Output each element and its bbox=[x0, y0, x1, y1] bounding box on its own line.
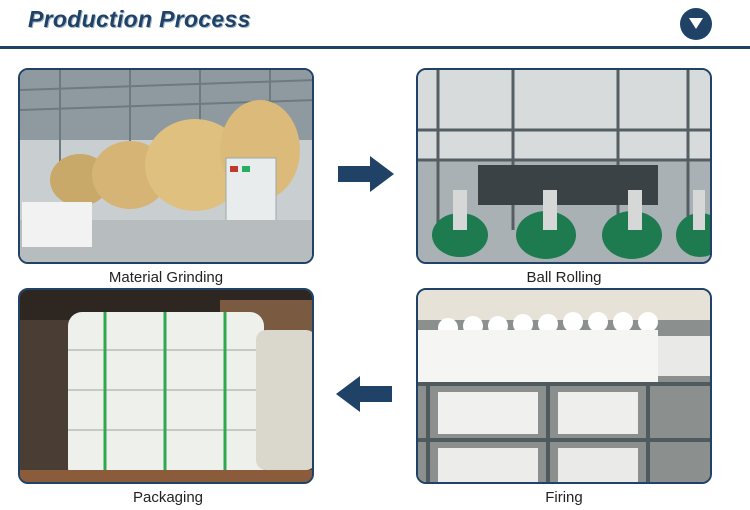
header-rule bbox=[0, 46, 750, 49]
photo-packaging bbox=[18, 288, 314, 484]
caption-material-grinding: Material Grinding bbox=[108, 269, 224, 286]
photo-firing bbox=[416, 288, 712, 484]
arrow-right-icon bbox=[338, 156, 394, 192]
photo-material-grinding bbox=[18, 68, 314, 264]
page-title: Production Process bbox=[28, 6, 251, 32]
caption-packaging: Packaging bbox=[132, 489, 204, 506]
caption-ball-rolling: Ball Rolling bbox=[526, 269, 602, 286]
chevron-down-icon bbox=[689, 18, 703, 29]
header: Production Process bbox=[0, 0, 750, 49]
photo-ball-rolling bbox=[416, 68, 712, 264]
caption-firing: Firing bbox=[545, 489, 583, 506]
dropdown-button[interactable] bbox=[680, 8, 712, 40]
arrow-left-icon bbox=[336, 376, 392, 412]
